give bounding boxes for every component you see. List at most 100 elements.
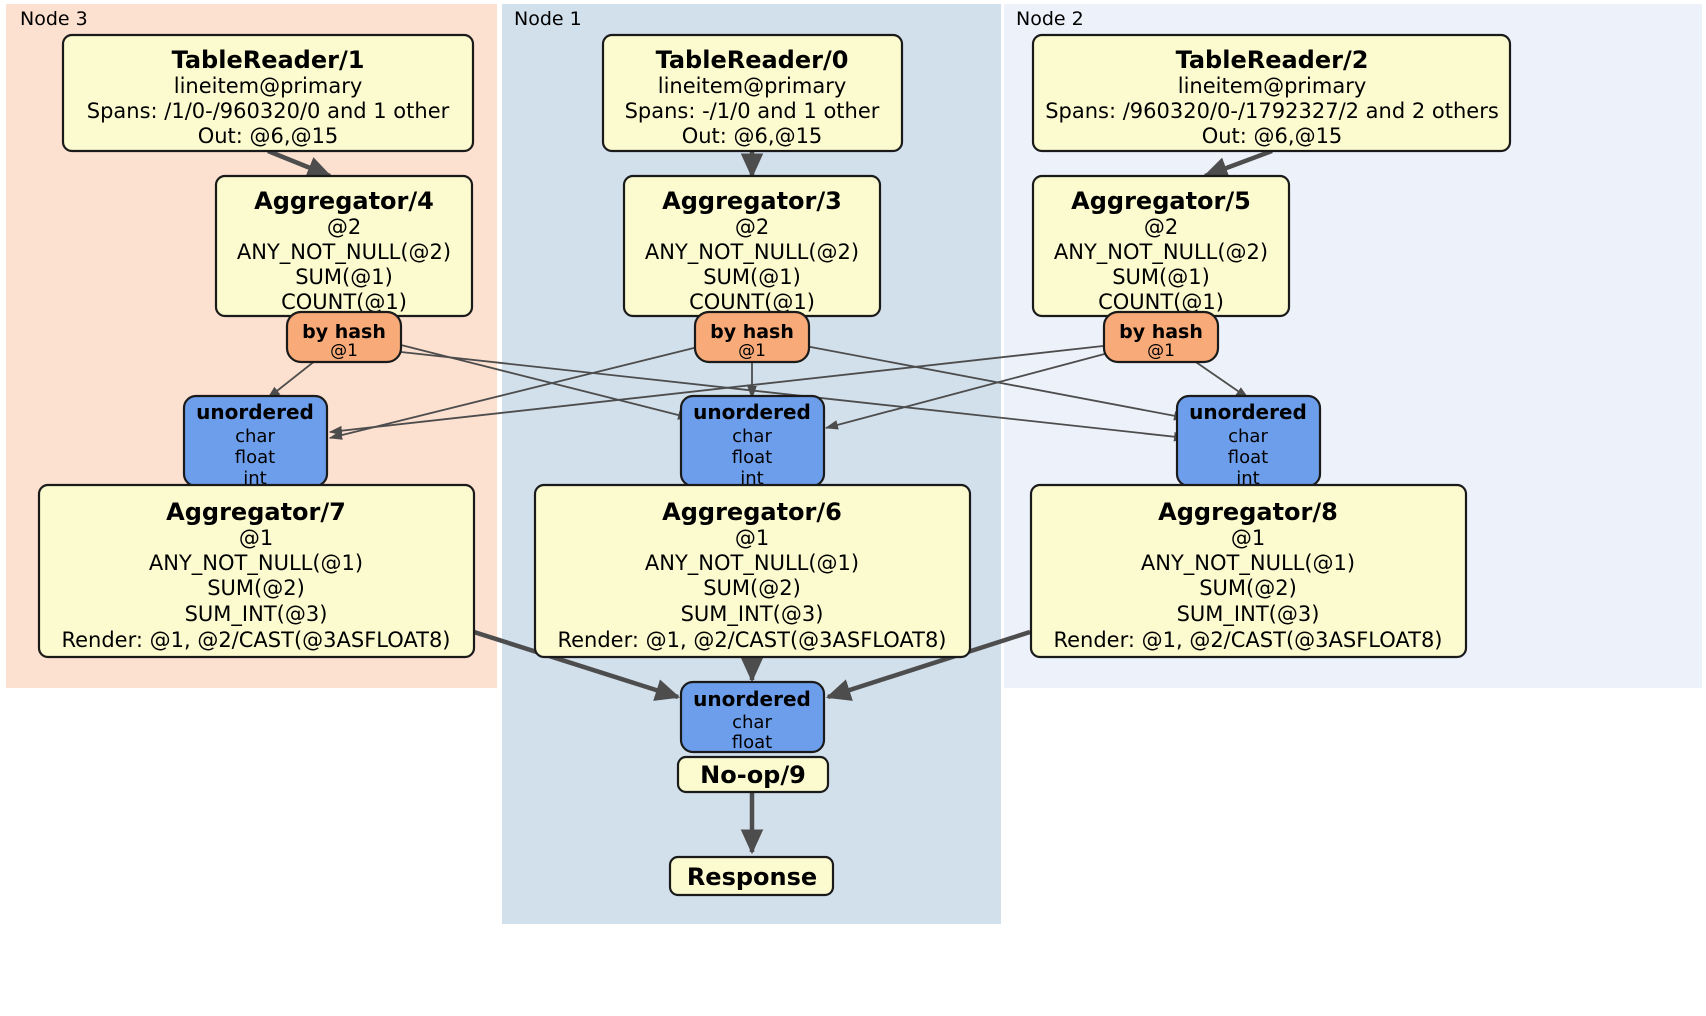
aggregator5-title: Aggregator/5	[1071, 187, 1251, 215]
response-box[interactable]	[668, 855, 835, 897]
node-aggregator7[interactable]: Aggregator/7 @1 ANY_NOT_NULL(@1) SUM(@2)…	[37, 483, 476, 659]
tablereader1-out: Out: @6,@15	[198, 124, 339, 148]
aggregator7-box[interactable]	[37, 483, 476, 659]
edge-aggregator7-to-unordered-final	[473, 629, 681, 701]
byhash-mid-col: @1	[738, 341, 766, 361]
node-aggregator4[interactable]: Aggregator/4 @2 ANY_NOT_NULL(@2) SUM(@1)…	[214, 174, 474, 318]
edge-byhash-mid-to-unordered-right	[799, 344, 1188, 421]
router-byhash-mid[interactable]: by hash @1	[693, 310, 811, 364]
aggregator3-agg3: COUNT(@1)	[689, 290, 815, 314]
noop9-box[interactable]	[676, 755, 830, 794]
edge-aggregator8-to-unordered-final	[825, 629, 1031, 701]
byhash-mid-title: by hash	[710, 321, 794, 343]
byhash-left-box[interactable]	[285, 310, 403, 364]
aggregator4-title: Aggregator/4	[254, 187, 434, 215]
aggregator8-box[interactable]	[1029, 483, 1468, 659]
tablereader2-spans: Spans: /960320/0-/1792327/2 and 2 others	[1045, 99, 1499, 123]
aggregator7-agg1: ANY_NOT_NULL(@1)	[149, 551, 363, 576]
byhash-right-box[interactable]	[1102, 310, 1220, 364]
aggregator4-agg1: ANY_NOT_NULL(@2)	[237, 240, 451, 265]
aggregator8-agg1: ANY_NOT_NULL(@1)	[1141, 551, 1355, 576]
inbox-unordered-left[interactable]: unordered char float int	[182, 394, 329, 489]
tablereader2-table: lineitem@primary	[1178, 74, 1367, 98]
node-tablereader2[interactable]: TableReader/2 lineitem@primary Spans: /9…	[1031, 33, 1512, 153]
byhash-mid-box[interactable]	[693, 310, 811, 364]
tablereader0-table: lineitem@primary	[658, 74, 847, 98]
aggregator5-agg3: COUNT(@1)	[1098, 290, 1224, 314]
aggregator4-agg3: COUNT(@1)	[281, 290, 407, 314]
tablereader2-title: TableReader/2	[1176, 46, 1369, 74]
unordered-right-type2: float	[1228, 447, 1268, 468]
unordered-mid-type3: int	[740, 468, 763, 489]
byhash-right-title: by hash	[1119, 321, 1203, 343]
aggregator8-title: Aggregator/8	[1158, 498, 1338, 526]
tablereader2-out: Out: @6,@15	[1202, 124, 1343, 148]
node-response[interactable]: Response	[668, 855, 835, 897]
cluster-node1-label: Node 1	[514, 8, 582, 30]
aggregator8-agg2: SUM(@2)	[1199, 576, 1297, 600]
node-aggregator3[interactable]: Aggregator/3 @2 ANY_NOT_NULL(@2) SUM(@1)…	[622, 174, 882, 318]
cluster-node2-label: Node 2	[1016, 8, 1084, 30]
aggregator7-render: Render: @1, @2/CAST(@3ASFLOAT8)	[61, 628, 450, 652]
aggregator8-groupby: @1	[1231, 526, 1265, 550]
node-aggregator6[interactable]: Aggregator/6 @1 ANY_NOT_NULL(@1) SUM(@2)…	[533, 483, 972, 659]
response-title: Response	[687, 863, 817, 891]
node-tablereader0[interactable]: TableReader/0 lineitem@primary Spans: -/…	[601, 33, 904, 153]
aggregator5-agg2: SUM(@1)	[1112, 265, 1210, 289]
aggregator6-title: Aggregator/6	[662, 498, 842, 526]
unordered-final-box[interactable]	[679, 680, 826, 754]
unordered-right-type1: char	[1228, 426, 1268, 447]
unordered-left-type3: int	[243, 468, 266, 489]
aggregator7-agg2: SUM(@2)	[207, 576, 305, 600]
byhash-right-col: @1	[1147, 341, 1175, 361]
aggregator6-agg2: SUM(@2)	[703, 576, 801, 600]
tablereader0-box[interactable]	[601, 33, 904, 153]
edge-byhash-right-to-unordered-mid	[824, 351, 1113, 430]
tablereader1-box[interactable]	[61, 33, 475, 153]
edge-byhash-right-to-unordered-final-right	[1189, 357, 1249, 399]
inbox-unordered-mid[interactable]: unordered char float int	[679, 394, 826, 489]
edge-byhash-right-to-unordered-left	[328, 344, 1113, 436]
unordered-mid-title: unordered	[693, 400, 811, 424]
inbox-unordered-right[interactable]: unordered char float int	[1175, 394, 1322, 489]
router-byhash-left[interactable]: by hash @1	[285, 310, 403, 364]
byhash-left-title: by hash	[302, 321, 386, 343]
unordered-final-type2: float	[732, 732, 772, 753]
router-byhash-right[interactable]: by hash @1	[1102, 310, 1220, 364]
tablereader2-box[interactable]	[1031, 33, 1512, 153]
tablereader1-title: TableReader/1	[172, 46, 365, 74]
aggregator6-agg3: SUM_INT(@3)	[681, 602, 824, 627]
aggregator7-title: Aggregator/7	[166, 498, 346, 526]
unordered-final-title: unordered	[693, 687, 811, 711]
aggregator5-agg1: ANY_NOT_NULL(@2)	[1054, 240, 1268, 265]
unordered-mid-type1: char	[732, 426, 772, 447]
inbox-unordered-final[interactable]: unordered char float	[679, 680, 826, 754]
aggregator6-groupby: @1	[735, 526, 769, 550]
aggregator4-agg2: SUM(@1)	[295, 265, 393, 289]
aggregator7-groupby: @1	[239, 526, 273, 550]
unordered-left-type2: float	[235, 447, 275, 468]
edge-tablereader1-to-aggregator4	[267, 148, 333, 179]
aggregator8-render: Render: @1, @2/CAST(@3ASFLOAT8)	[1053, 628, 1442, 652]
aggregator3-title: Aggregator/3	[662, 187, 842, 215]
unordered-left-title: unordered	[196, 400, 314, 424]
aggregator6-box[interactable]	[533, 483, 972, 659]
aggregator3-groupby: @2	[735, 215, 769, 239]
node-tablereader1[interactable]: TableReader/1 lineitem@primary Spans: /1…	[61, 33, 475, 153]
tablereader0-out: Out: @6,@15	[682, 124, 823, 148]
unordered-right-type3: int	[1236, 468, 1259, 489]
unordered-mid-type2: float	[732, 447, 772, 468]
edge-tablereader2-to-aggregator5	[1202, 148, 1273, 179]
aggregator6-render: Render: @1, @2/CAST(@3ASFLOAT8)	[557, 628, 946, 652]
tablereader1-spans: Spans: /1/0-/960320/0 and 1 other	[87, 99, 450, 123]
unordered-right-title: unordered	[1189, 400, 1307, 424]
aggregator8-agg3: SUM_INT(@3)	[1177, 602, 1320, 627]
tablereader1-table: lineitem@primary	[174, 74, 363, 98]
tablereader0-spans: Spans: -/1/0 and 1 other	[625, 99, 880, 123]
node-aggregator5[interactable]: Aggregator/5 @2 ANY_NOT_NULL(@2) SUM(@1)…	[1031, 174, 1291, 318]
node-noop9[interactable]: No-op/9	[676, 755, 830, 794]
unordered-final-type1: char	[732, 712, 772, 733]
node-aggregator8[interactable]: Aggregator/8 @1 ANY_NOT_NULL(@1) SUM(@2)…	[1029, 483, 1468, 659]
aggregator3-agg1: ANY_NOT_NULL(@2)	[645, 240, 859, 265]
